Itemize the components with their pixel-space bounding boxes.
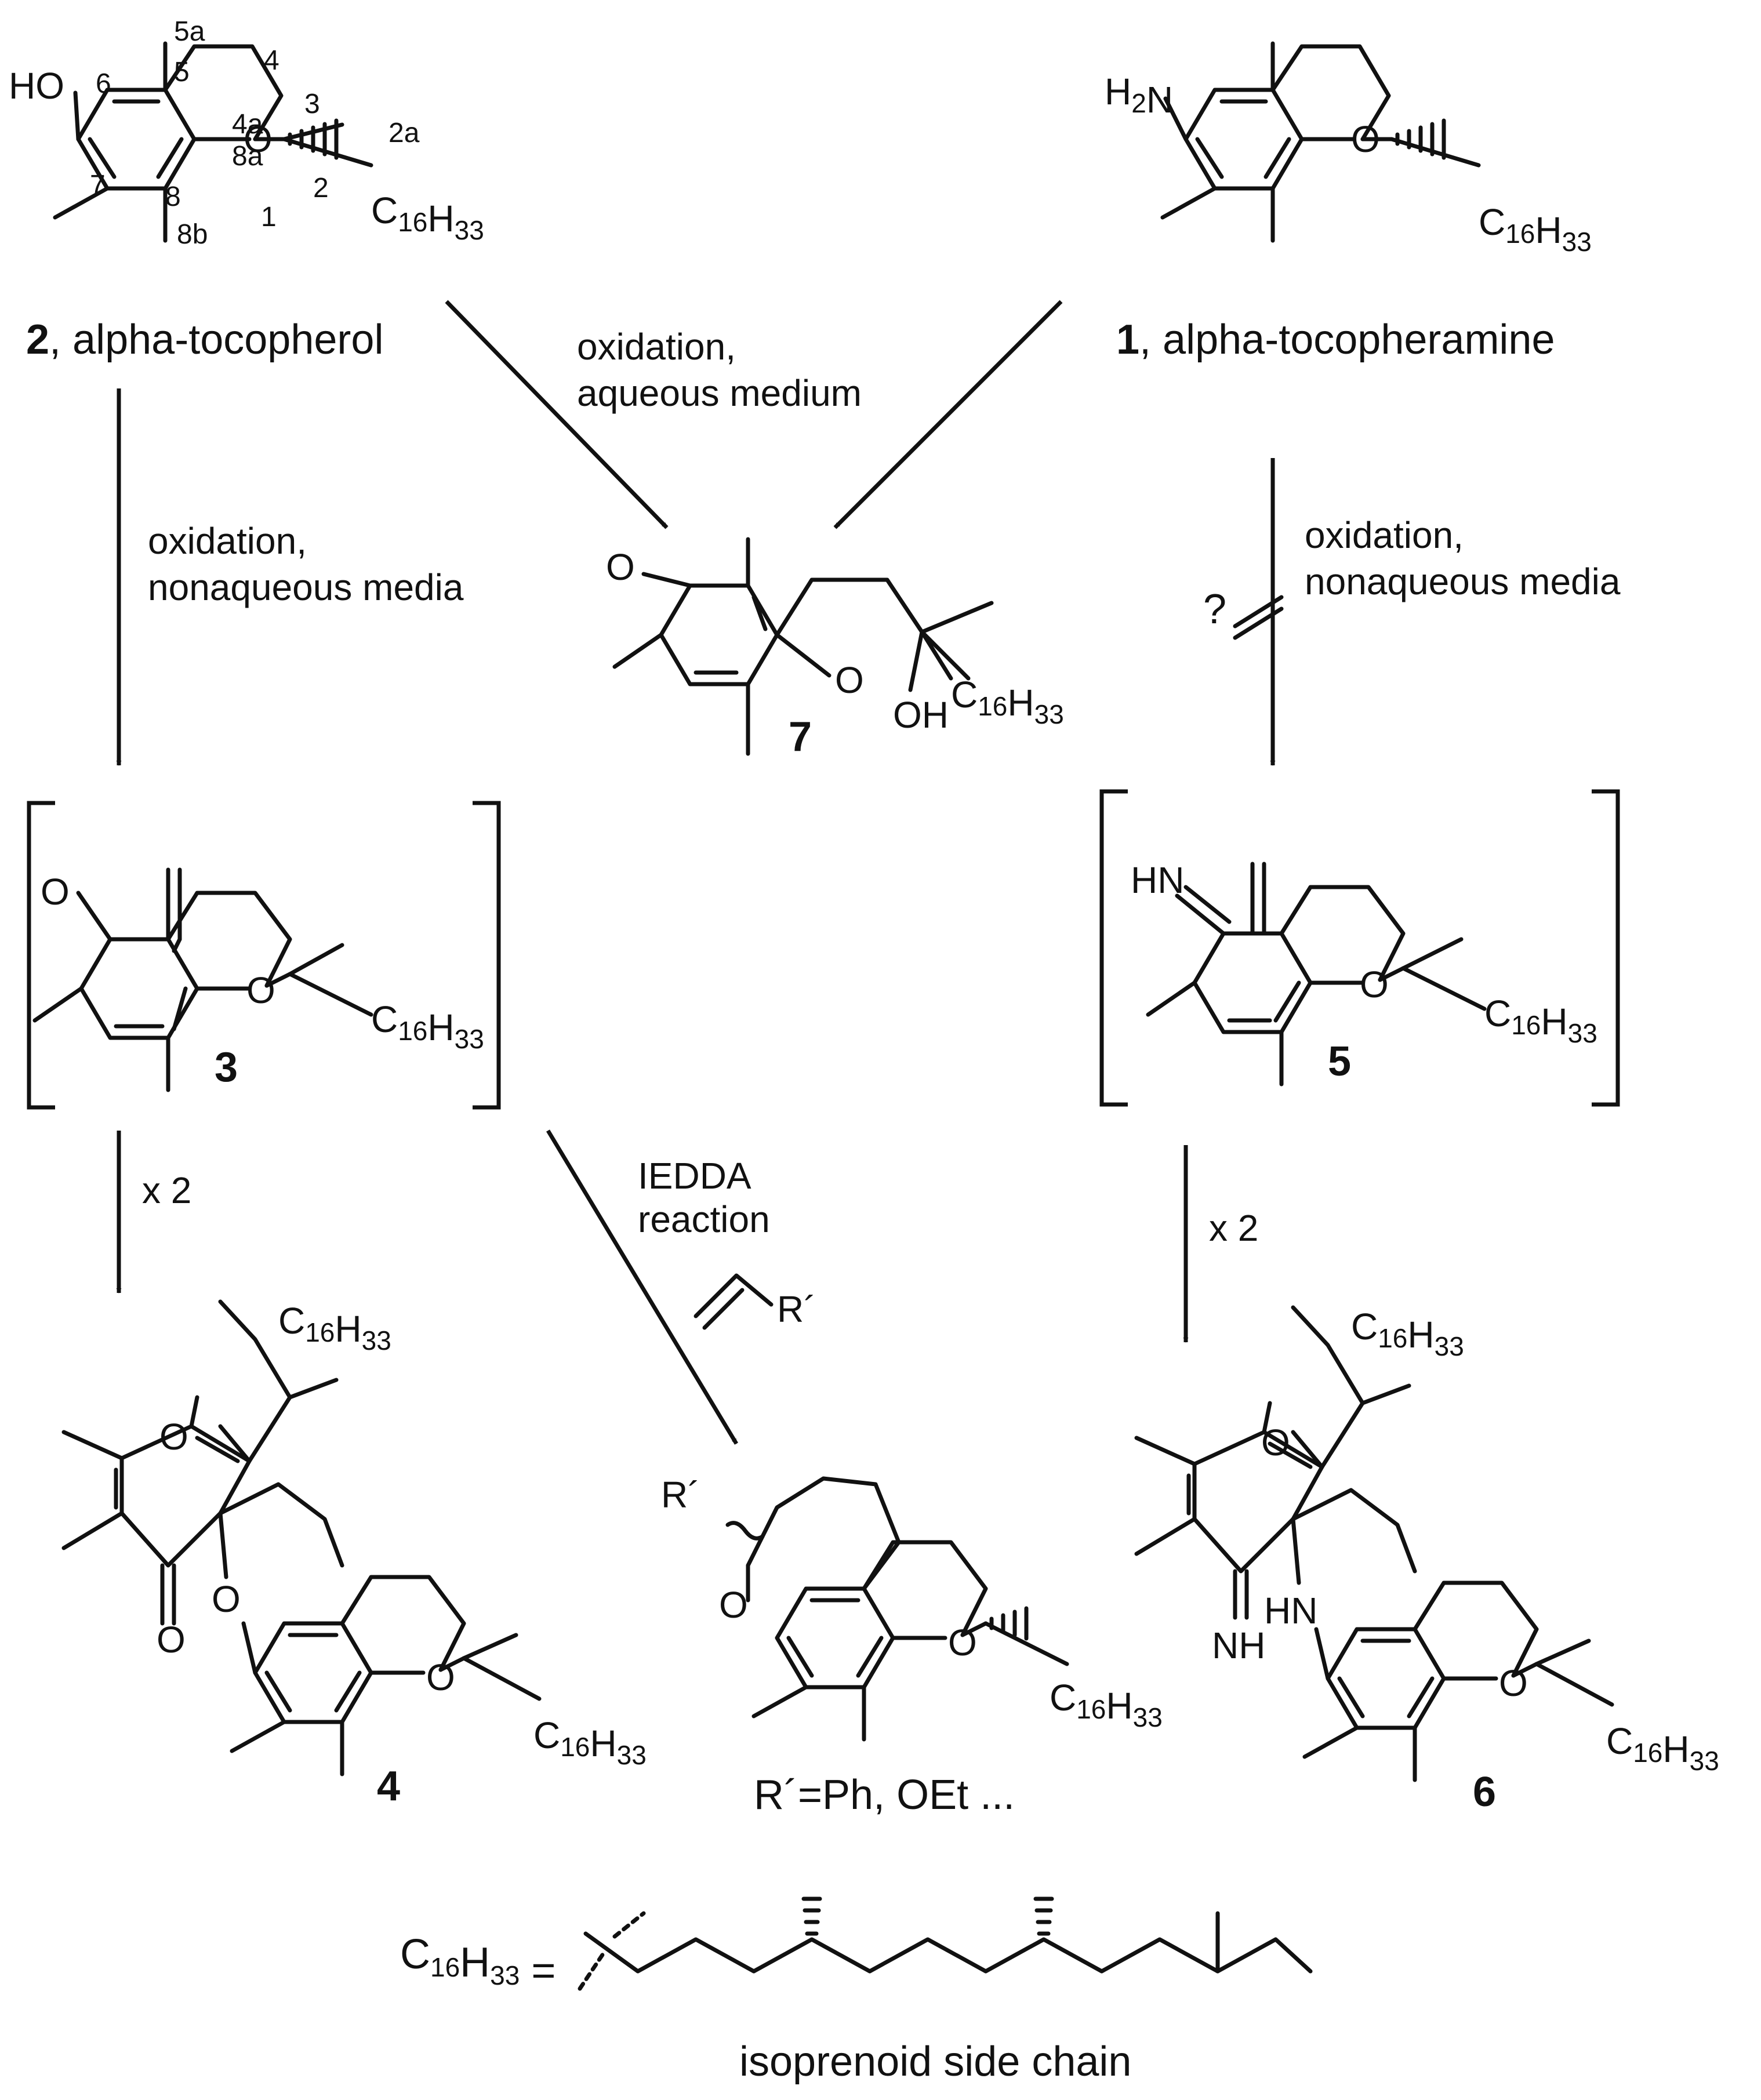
- pyran-oxygen-iedda-a: O: [719, 1584, 748, 1626]
- bracket-left-3: [27, 801, 55, 1110]
- pyran-oxygen-5: O: [1360, 964, 1389, 1005]
- arrow-2-to-7: [445, 300, 669, 529]
- structure-quinone-7: [612, 537, 994, 756]
- svg-text:8: 8: [165, 181, 181, 212]
- amine-hn-6: HN: [1264, 1590, 1317, 1632]
- bracket-right-3: [473, 801, 501, 1110]
- side-chain-label-1: C16H33: [1479, 201, 1592, 257]
- structure-aza-dimer-6: [1134, 1305, 1614, 1782]
- svg-text:2: 2: [313, 173, 329, 204]
- compound-3-number: 3: [215, 1044, 238, 1091]
- carbonyl-o-4: O: [157, 1619, 186, 1661]
- svg-text:8b: 8b: [177, 219, 208, 250]
- compound-2-label: 2, alpha-tocopherol: [26, 317, 383, 363]
- svg-text:5a: 5a: [174, 16, 205, 47]
- svg-text:3: 3: [304, 89, 320, 119]
- side-chain-label-iedda: C16H33: [1050, 1677, 1163, 1732]
- reaction-nonaq-1-line2: nonaqueous media: [1305, 561, 1621, 602]
- dimerization-label-right: x 2: [1209, 1207, 1258, 1249]
- hydroxy-7: OH: [893, 694, 949, 736]
- side-chain-label-6a: C16H33: [1351, 1306, 1464, 1361]
- svg-text:8a: 8a: [232, 141, 263, 172]
- isoprenoid-side-chain-structure: [578, 1896, 1313, 1991]
- structure-spiro-dimer-4: [61, 1299, 542, 1776]
- imine-nh-6: NH: [1212, 1625, 1265, 1666]
- compound-6-number: 6: [1473, 1769, 1496, 1815]
- side-chain-label-3: C16H33: [371, 998, 484, 1054]
- r-prime-reagent: R´: [777, 1288, 816, 1330]
- imine-hn-5: HN: [1131, 859, 1184, 901]
- svg-text:5: 5: [174, 57, 190, 88]
- pyran-oxygen-2: O: [244, 118, 273, 160]
- side-chain-label-6b: C16H33: [1606, 1720, 1719, 1776]
- side-chain-caption: isoprenoid side chain: [739, 2039, 1131, 2085]
- question-mark: ?: [1203, 586, 1226, 633]
- bracket-left-5: [1099, 789, 1128, 1107]
- structure-alpha-tocopherol: [53, 41, 373, 243]
- svg-text:4a: 4a: [232, 109, 263, 140]
- iedda-line2: reaction: [638, 1198, 770, 1240]
- side-chain-label-4b: C16H33: [533, 1714, 647, 1770]
- pyran-oxygen-4a: O: [159, 1416, 188, 1458]
- structure-iedda-product: [725, 1476, 1069, 1742]
- arrow-1-to-7: [833, 300, 1063, 529]
- compound-7-number: 7: [789, 714, 812, 760]
- side-chain-label-4a: C16H33: [278, 1300, 391, 1356]
- pyran-oxygen-3: O: [246, 969, 275, 1011]
- reaction-aqueous-line2: aqueous medium: [577, 372, 862, 414]
- structure-quinone-methide-3: [32, 867, 373, 1092]
- reaction-nonaq-line1: oxidation,: [148, 520, 307, 562]
- side-chain-label-2: C16H33: [371, 190, 484, 245]
- pyran-oxygen-iedda-b: O: [948, 1622, 977, 1663]
- hydroxy-label: HO: [9, 65, 64, 107]
- carbonyl-o-7b: O: [835, 659, 864, 701]
- arrow-3-to-iedda-product: [546, 1129, 738, 1445]
- carbonyl-o-7a: O: [606, 546, 635, 588]
- pyran-oxygen-4b: O: [212, 1578, 241, 1620]
- reaction-nonaq-1-line1: oxidation,: [1305, 514, 1464, 556]
- carbonyl-o-3: O: [41, 871, 70, 913]
- pyran-oxygen-6a: O: [1261, 1422, 1290, 1463]
- structure-alpha-tocopheramine: [1160, 41, 1481, 243]
- pyran-oxygen-6b: O: [1499, 1662, 1528, 1704]
- amino-label: H2N: [1105, 71, 1173, 121]
- compound-5-number: 5: [1328, 1038, 1351, 1085]
- svg-text:2a: 2a: [388, 118, 420, 148]
- vinyl-reagent: [693, 1273, 774, 1330]
- reaction-nonaq-line2: nonaqueous media: [148, 566, 464, 608]
- svg-text:6: 6: [96, 68, 111, 99]
- svg-text:1: 1: [261, 202, 277, 232]
- substituent-note: R´=Ph, OEt ...: [754, 1772, 1015, 1818]
- bracket-right-5: [1592, 789, 1620, 1107]
- compound-4-number: 4: [377, 1763, 400, 1810]
- iedda-line1: IEDDA: [638, 1155, 751, 1197]
- side-chain-definition-lhs: C16H33 =: [400, 1931, 555, 1994]
- blocked-mark: [1233, 595, 1284, 640]
- side-chain-label-7: C16H33: [951, 674, 1064, 729]
- r-prime-product: R´: [661, 1474, 700, 1516]
- structure-imine-methide-5: [1146, 862, 1487, 1087]
- ring-numbering: 5a 6 5 4 4a 3 8a 2a 7 2 8 1 8b: [90, 16, 420, 250]
- reaction-aqueous-line1: oxidation,: [577, 326, 736, 368]
- side-chain-label-5: C16H33: [1484, 993, 1597, 1048]
- compound-1-label: 1, alpha-tocopheramine: [1116, 317, 1555, 363]
- pyran-oxygen-1: O: [1351, 118, 1380, 160]
- svg-text:4: 4: [264, 45, 279, 76]
- svg-text:7: 7: [90, 170, 106, 201]
- dimerization-label-left: x 2: [142, 1169, 191, 1211]
- pyran-oxygen-4c: O: [426, 1656, 455, 1698]
